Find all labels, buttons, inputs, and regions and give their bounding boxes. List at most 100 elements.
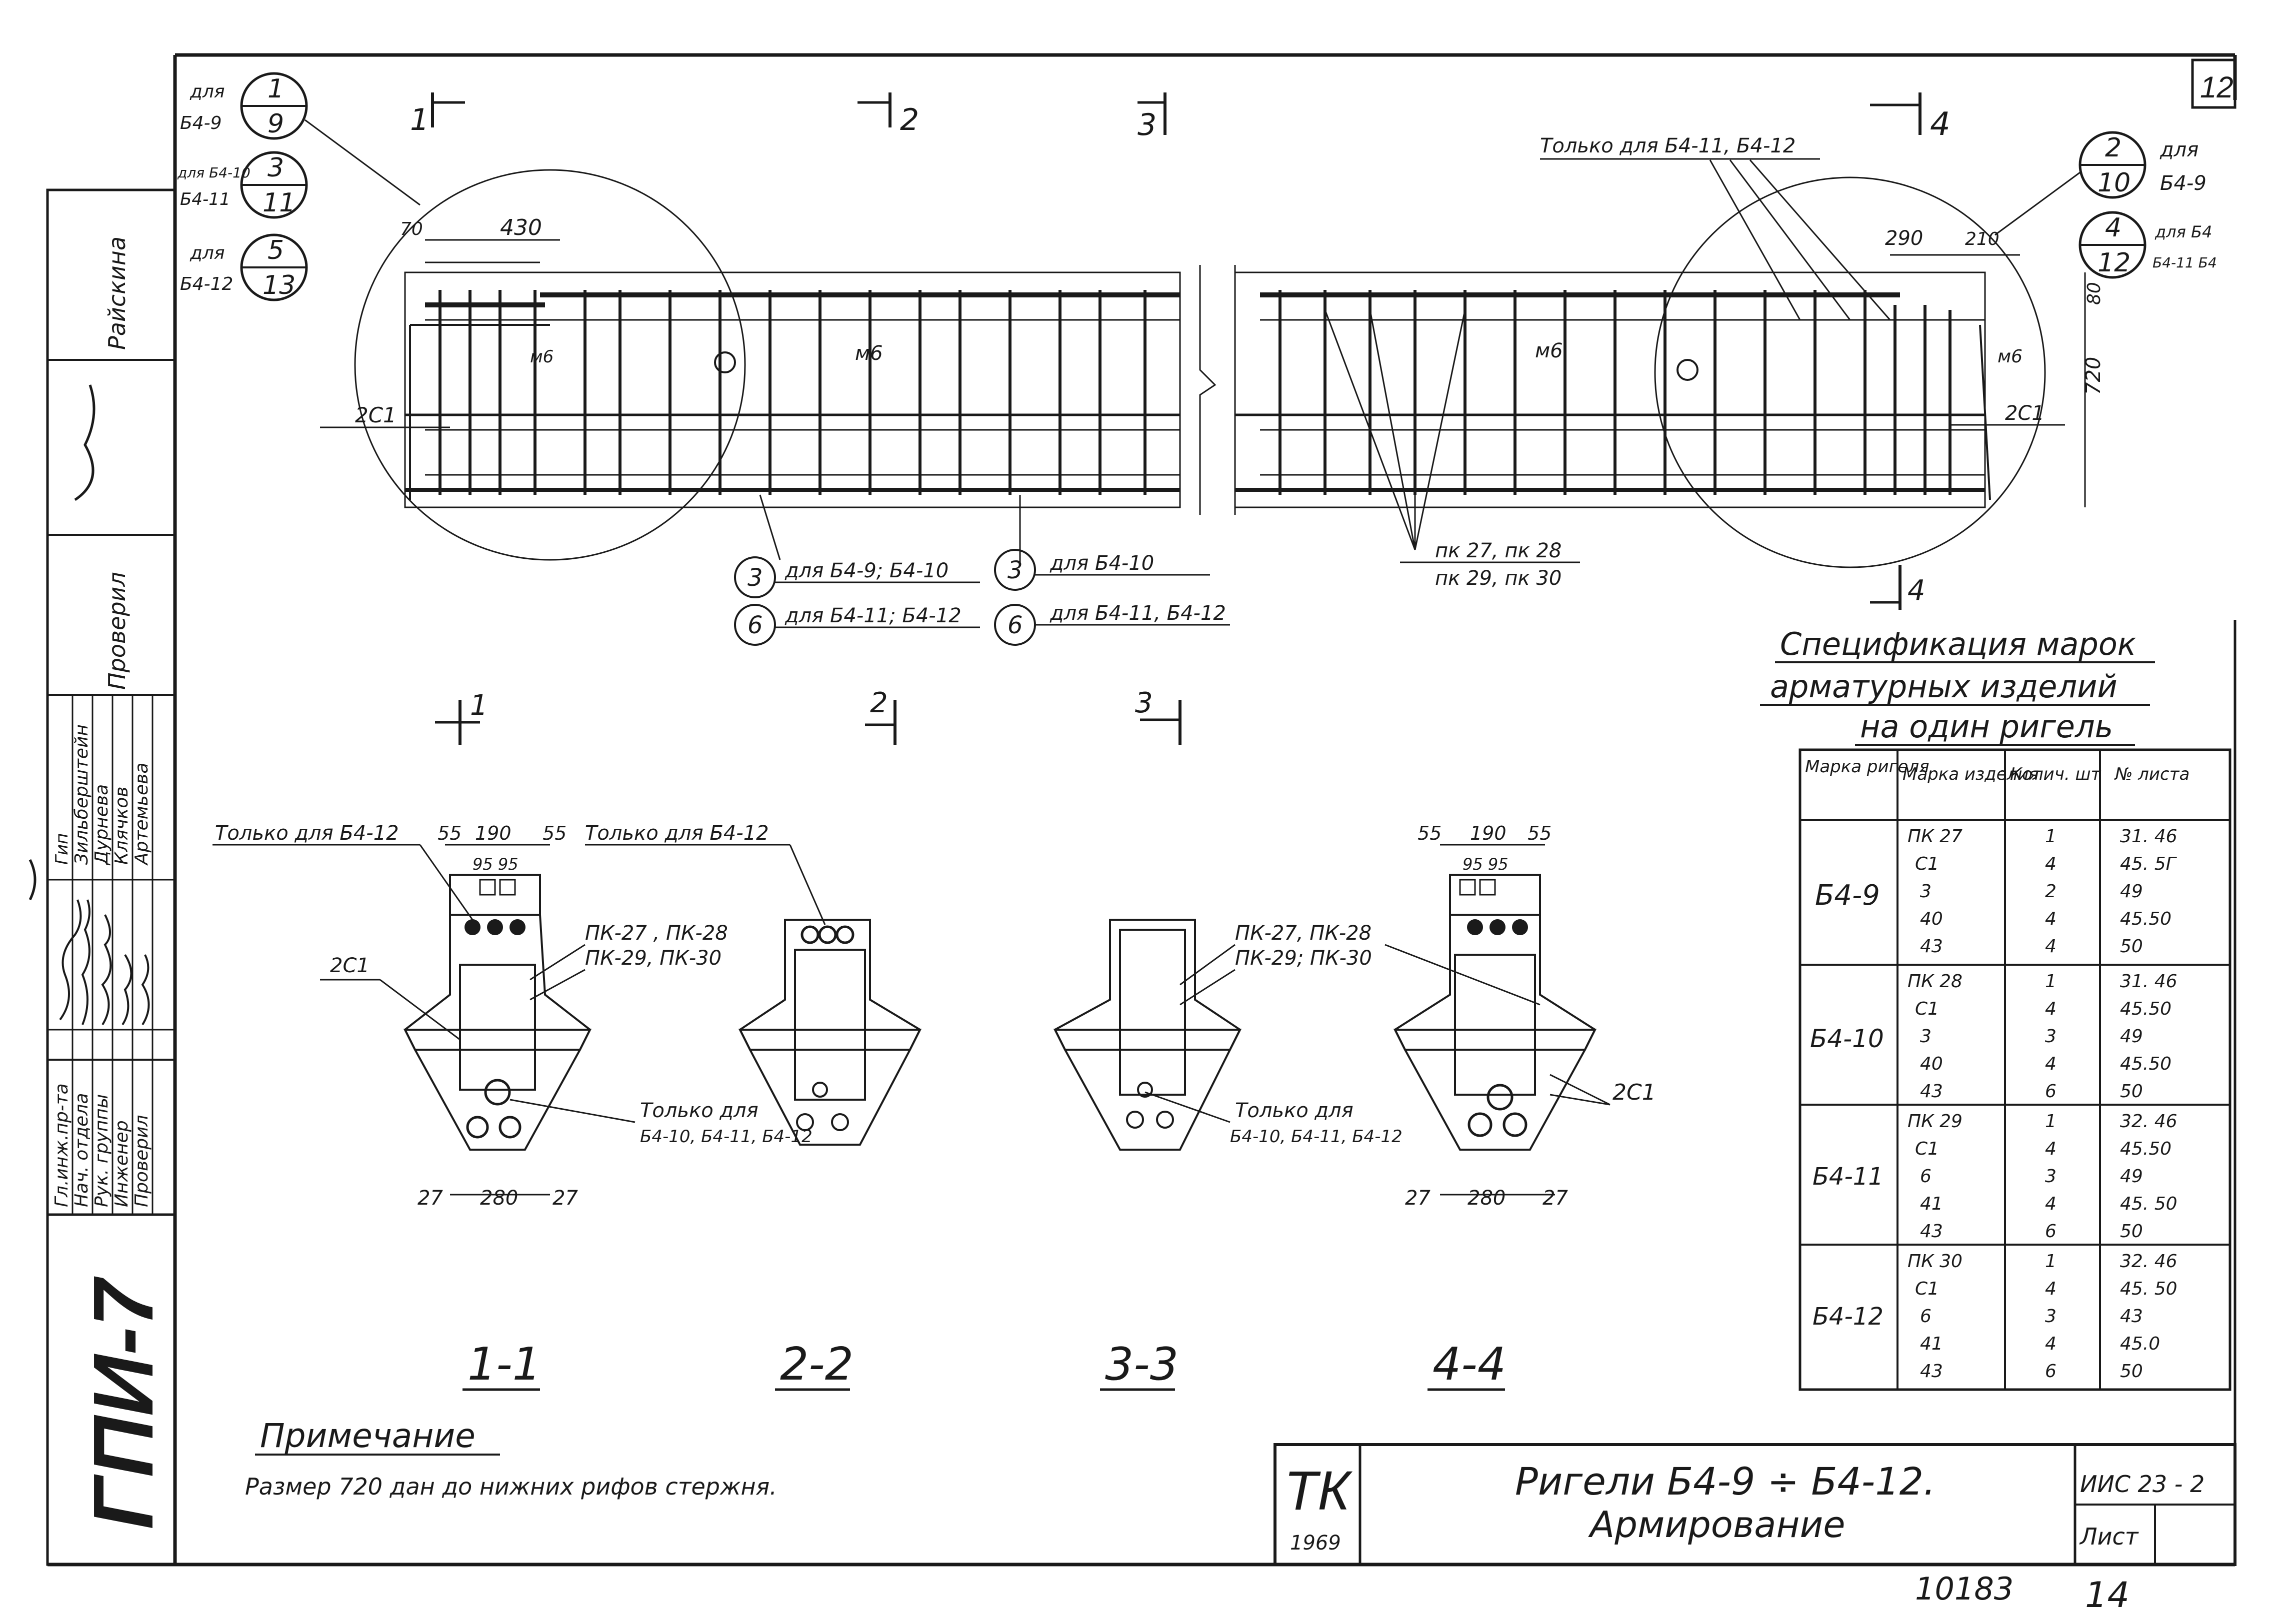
stamp-role-3: Рук. группы bbox=[92, 1094, 112, 1207]
spec-cell: ПК 30 bbox=[1908, 1251, 1962, 1272]
pk-labels-2: пк 29, пк 30 bbox=[1435, 567, 1562, 590]
stamp-extra-name: Райскина bbox=[104, 236, 130, 350]
s11-dim-27-left: 27 bbox=[418, 1187, 443, 1210]
s11-dim-280: 280 bbox=[480, 1187, 518, 1210]
spec-cell: 4 bbox=[2045, 1139, 2056, 1159]
spec-cell: 6 bbox=[2045, 1221, 2056, 1242]
callout-b3-text: для Б4-10 bbox=[1050, 552, 1154, 575]
label-2c1-right: 2С1 bbox=[2005, 402, 2044, 425]
callout-b3-num: 3 bbox=[1008, 556, 1023, 584]
spec-cell: 49 bbox=[2120, 1166, 2143, 1187]
title-line-1: Ригели Б4-9 ÷ Б4-12. bbox=[1515, 1459, 1936, 1504]
spec-table: Спецификация марок арматурных изделий на… bbox=[1760, 626, 2232, 1391]
dim-210: 210 bbox=[1965, 229, 2000, 249]
spec-cell: 45.50 bbox=[2120, 999, 2172, 1019]
spec-cell: 1 bbox=[2045, 971, 2056, 992]
s33-label-pk: ПК-27, ПК-28 bbox=[1235, 922, 1372, 945]
signatures bbox=[28, 384, 150, 1026]
break-line bbox=[1199, 265, 1236, 515]
logo-tk: ТК bbox=[1284, 1460, 1352, 1522]
spec-cell: 45. 50 bbox=[2120, 1279, 2178, 1299]
spec-cell: 40 bbox=[1920, 1054, 1943, 1074]
spec-cell: ПК 27 bbox=[1908, 826, 1962, 847]
spec-cell: 50 bbox=[2120, 1081, 2143, 1102]
spec-cell: 4 bbox=[2045, 1054, 2056, 1074]
spec-cell: С1 bbox=[1915, 854, 1939, 874]
s44-dim-27-right: 27 bbox=[1542, 1187, 1568, 1210]
marker-1-mid: 1 bbox=[470, 689, 488, 722]
s44-dim-280: 280 bbox=[1468, 1187, 1506, 1210]
marker-4-bottom: 4 bbox=[1908, 574, 1926, 607]
spec-cell: ПК 29 bbox=[1908, 1111, 1962, 1132]
marker-1-top: 1 bbox=[410, 102, 429, 137]
spec-title-2: арматурных изделий bbox=[1770, 668, 2118, 705]
spec-cell: 4 bbox=[2045, 936, 2056, 957]
dim-720: 720 bbox=[2082, 357, 2105, 395]
spec-cell: 49 bbox=[2120, 1026, 2143, 1047]
spec-cell: 4 bbox=[2045, 1334, 2056, 1354]
s11-label-pk: ПК-27 , ПК-28 bbox=[585, 922, 728, 945]
section-3-3: ПК-27, ПК-28 ПК-29; ПК-30 Только для Б4-… bbox=[1053, 919, 1402, 1391]
s44-dim-55-right: 55 bbox=[1528, 822, 1552, 844]
spec-cell: 50 bbox=[2120, 1221, 2143, 1242]
title-sheet-label: Лист bbox=[2079, 1523, 2139, 1550]
spec-cell: 3 bbox=[1920, 1026, 1932, 1047]
stamp-name-1: Зильберштейн bbox=[72, 724, 92, 865]
callout-b2-text: для Б4-11; Б4-12 bbox=[784, 604, 962, 627]
s44-dim-55-left: 55 bbox=[1418, 822, 1442, 844]
s44-title: 4-4 bbox=[1432, 1338, 1506, 1391]
title-sheet-no: 14 bbox=[2085, 1575, 2130, 1616]
spec-cell: 43 bbox=[2120, 1306, 2143, 1327]
spec-cell: 4 bbox=[2045, 909, 2056, 929]
spec-cell: 45. 50 bbox=[2120, 1194, 2178, 1214]
marker-4-top: 4 bbox=[1930, 106, 1950, 143]
elevation-right: м6 м6 2С1 Только для Б4-11, Б4-12 290 21… bbox=[1234, 134, 2105, 610]
s11-dim-inner: 95 95 bbox=[472, 855, 518, 874]
title-year: 1969 bbox=[1290, 1532, 1341, 1555]
bottom-callouts: 3 для Б4-9; Б4-10 6 для Б4-11; Б4-12 3 д… bbox=[734, 549, 1230, 646]
stamp-checked-label: Проверил bbox=[104, 572, 130, 690]
label-m6-c: м6 bbox=[1535, 339, 1563, 362]
spec-cell: ПК 28 bbox=[1908, 971, 1962, 992]
marker-2-mid: 2 bbox=[870, 687, 888, 719]
spec-cell: 50 bbox=[2120, 936, 2143, 957]
callout-right-1-bottom: 10 bbox=[2098, 168, 2130, 198]
dim-70: 70 bbox=[400, 219, 423, 239]
s11-title: 1-1 bbox=[468, 1338, 541, 1391]
spec-cell: 4 bbox=[2045, 1194, 2056, 1214]
callout-b4-text: для Б4-11, Б4-12 bbox=[1050, 602, 1226, 625]
spec-cell: 3 bbox=[1920, 881, 1932, 902]
s11-label-2c1: 2С1 bbox=[330, 954, 370, 977]
callout-right-1-top: 2 bbox=[2105, 133, 2122, 163]
spec-cell: 32. 46 bbox=[2120, 1251, 2178, 1272]
pk-labels-1: пк 27, пк 28 bbox=[1435, 539, 1562, 562]
stamp-role-1: Гл.инж.пр-та bbox=[52, 1083, 72, 1207]
stamp-name-4: Артемьева bbox=[132, 763, 152, 866]
spec-cell: 45. 5Г bbox=[2120, 854, 2178, 874]
spec-title-3: на один ригель bbox=[1860, 708, 2113, 745]
s11-only-for-bottom-2: Б4-10, Б4-11, Б4-12 bbox=[640, 1127, 812, 1147]
spec-cell: 32. 46 bbox=[2120, 1111, 2178, 1132]
spec-cell: 31. 46 bbox=[2120, 971, 2178, 992]
spec-cell: 4 bbox=[2045, 1279, 2056, 1299]
callout-left-3-beam: Б4-12 bbox=[180, 274, 233, 294]
dim-290: 290 bbox=[1885, 227, 1923, 250]
s22-title: 2-2 bbox=[780, 1338, 854, 1391]
s44-label-2c1: 2С1 bbox=[1612, 1080, 1656, 1105]
callout-right-2-beam: Б4-11 Б4 bbox=[2152, 254, 2217, 271]
stamp-name-2: Дурнева bbox=[92, 784, 112, 866]
spec-h3: Колич. шт bbox=[2010, 764, 2102, 784]
s11-dim-190: 190 bbox=[475, 822, 512, 844]
callout-right-2-bottom: 12 bbox=[2098, 248, 2130, 278]
label-m6-a: м6 bbox=[530, 347, 554, 367]
callout-left-1-bottom: 9 bbox=[268, 109, 284, 139]
stamp-role-2: Нач. отдела bbox=[72, 1093, 92, 1207]
spec-cell: 4 bbox=[2045, 854, 2056, 874]
spec-cell: 31. 46 bbox=[2120, 826, 2178, 847]
label-2c1-left: 2С1 bbox=[355, 403, 396, 427]
spec-cell: 43 bbox=[1920, 1361, 1943, 1382]
callout-left-2-top: 3 bbox=[268, 153, 284, 183]
spec-cell: 49 bbox=[2120, 881, 2143, 902]
callout-right-1-beam: Б4-9 bbox=[2160, 172, 2206, 195]
spec-h2: Марка изделия bbox=[1902, 764, 2039, 784]
